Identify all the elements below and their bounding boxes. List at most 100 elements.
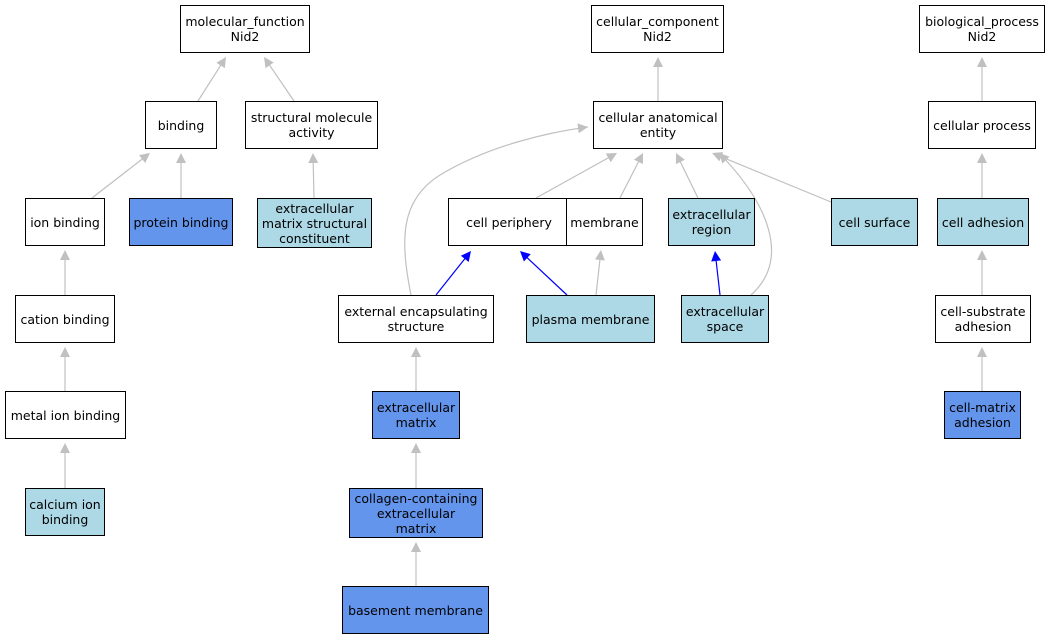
edge-ecspace-to-ecreg xyxy=(715,259,721,296)
edge-cp-to-bp-arrowhead xyxy=(977,57,987,67)
node-label: activity xyxy=(288,125,335,140)
node-label: molecular_function xyxy=(185,14,305,29)
edge-ecspace-to-cae-arrowhead xyxy=(719,153,730,164)
edge-binding-to-mf xyxy=(197,64,222,102)
edge-pm-to-membrane xyxy=(595,258,601,296)
node-label: entity xyxy=(639,125,677,140)
edge-ionb-to-binding-arrowhead xyxy=(139,153,150,164)
node-label: collagen-containing xyxy=(354,490,478,506)
edge-ecspace-to-cae xyxy=(718,152,773,296)
edge-ees-to-cae-arrowhead xyxy=(577,123,588,134)
edge-catb-to-ionb-arrowhead xyxy=(60,250,70,260)
edge-bm-to-cecm-arrowhead xyxy=(411,542,421,552)
node-label: basement membrane xyxy=(348,602,483,618)
edge-ecreg-to-cae-arrowhead xyxy=(675,153,685,165)
node-label: structural molecule xyxy=(250,110,373,125)
edge-csa-to-cadh-arrowhead xyxy=(977,250,987,260)
edge-ionb-to-binding xyxy=(91,158,144,199)
node-csurf[interactable]: cell surface xyxy=(831,198,918,246)
node-label: space xyxy=(706,319,744,334)
edge-cab-to-mib-arrowhead xyxy=(60,443,70,453)
node-catb[interactable]: cation binding xyxy=(15,295,115,343)
node-label: cellular anatomical xyxy=(598,110,718,125)
node-label: biological_process xyxy=(925,14,1039,29)
node-label: extracellular xyxy=(275,200,354,216)
node-pm[interactable]: plasma membrane xyxy=(526,295,655,343)
edge-emsc-to-sma-arrowhead xyxy=(308,153,319,164)
node-label: cation binding xyxy=(20,311,110,327)
node-label: ion binding xyxy=(30,214,100,230)
node-label: adhesion xyxy=(954,415,1011,430)
edge-ecreg-to-cae xyxy=(679,160,699,199)
edge-csurf-to-cae xyxy=(720,155,832,203)
edge-cadh-to-cp-arrowhead xyxy=(977,153,987,163)
node-label: plasma membrane xyxy=(531,311,650,327)
node-label: cell-substrate xyxy=(940,304,1026,319)
edge-cecm-to-ecm-arrowhead xyxy=(411,443,421,453)
node-label: extracellular xyxy=(376,505,456,521)
edge-protb-to-binding-arrowhead xyxy=(176,153,186,163)
node-label: Nid2 xyxy=(643,29,672,44)
node-label: extracellular xyxy=(685,304,765,319)
node-label: cellular_component xyxy=(596,14,719,29)
node-label: membrane xyxy=(570,214,639,230)
node-label: Nid2 xyxy=(230,29,260,44)
edge-cae-to-cc-arrowhead xyxy=(653,57,663,67)
node-binding[interactable]: binding xyxy=(145,101,217,149)
node-bm[interactable]: basement membrane xyxy=(342,586,489,634)
node-label: cell adhesion xyxy=(941,214,1025,230)
node-label: cell surface xyxy=(838,214,911,230)
node-label: Nid2 xyxy=(967,29,997,44)
node-label: constituent xyxy=(279,230,350,246)
edge-ecm-to-ees-arrowhead xyxy=(411,347,421,357)
node-label: matrix xyxy=(395,415,437,430)
node-label: binding xyxy=(157,117,205,133)
edge-binding-to-mf-arrowhead xyxy=(216,57,226,69)
edge-pm-to-cperi xyxy=(526,256,568,296)
node-label: calcium ion xyxy=(29,497,101,512)
node-label: region xyxy=(691,222,732,237)
edge-cma-to-csa-arrowhead xyxy=(977,347,987,357)
node-mib[interactable]: metal ion binding xyxy=(5,391,126,439)
node-membrane[interactable]: membrane xyxy=(566,198,643,246)
edge-sma-to-mf-arrowhead xyxy=(264,57,274,69)
node-protb[interactable]: protein binding xyxy=(129,198,233,246)
node-label: cellular process xyxy=(933,117,1031,133)
edge-cperi-to-cae xyxy=(535,156,610,199)
edge-membrane-to-cae xyxy=(619,160,640,199)
edge-membrane-to-cae-arrowhead xyxy=(633,153,643,165)
node-ionb[interactable]: ion binding xyxy=(25,198,105,246)
edge-ees-to-cae xyxy=(404,126,589,296)
edge-ees-to-cperi-arrowhead xyxy=(460,251,471,262)
node-cperi[interactable]: cell periphery xyxy=(448,198,570,246)
node-cadh[interactable]: cell adhesion xyxy=(937,198,1029,246)
node-label: binding xyxy=(41,512,89,527)
node-label: metal ion binding xyxy=(10,407,121,423)
edge-pm-to-membrane-arrowhead xyxy=(594,250,605,261)
node-cp[interactable]: cellular process xyxy=(928,101,1036,149)
node-label: matrix structural xyxy=(261,215,368,231)
node-label: cell periphery xyxy=(466,214,552,230)
edge-sma-to-mf xyxy=(268,64,295,102)
edge-ees-to-cperi xyxy=(435,257,466,296)
node-label: structure xyxy=(387,319,445,334)
edge-emsc-to-sma xyxy=(312,161,315,199)
edge-mib-to-catb-arrowhead xyxy=(60,347,70,357)
edge-cperi-to-cae-arrowhead xyxy=(605,153,617,163)
node-label: matrix xyxy=(395,520,437,536)
